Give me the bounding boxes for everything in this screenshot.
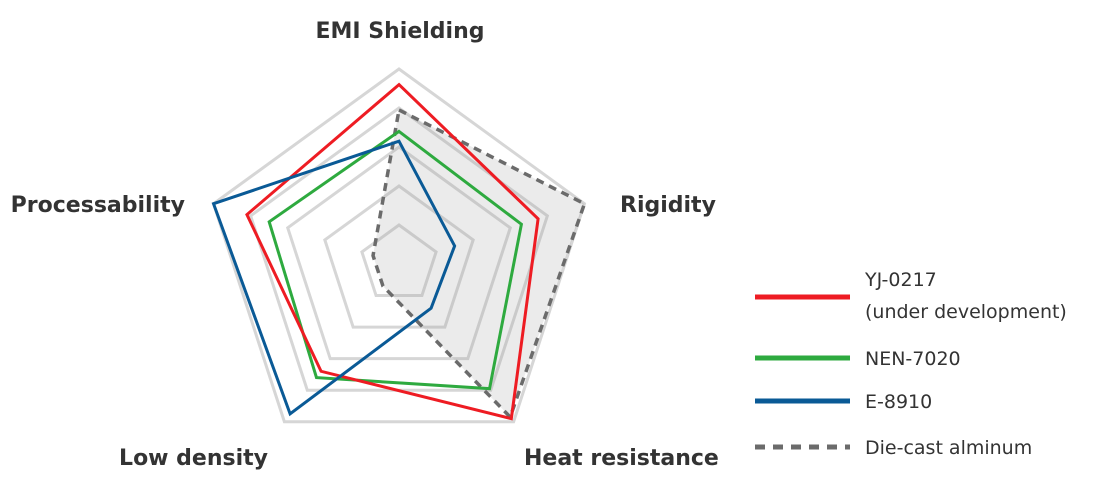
axis-label-rigidity: Rigidity [620, 193, 716, 218]
axis-label-emi-shielding: EMI Shielding [316, 19, 485, 44]
series-line-yj-0217 [245, 82, 540, 421]
axis-label-heat-resistance: Heat resistance [524, 446, 719, 471]
series-line-die-cast-alminum [371, 107, 587, 421]
series-line-e-8910 [211, 139, 457, 417]
legend: YJ-0217 (under development) NEN-7020 E-8… [755, 269, 1067, 459]
grid-ring-2 [323, 184, 475, 329]
legend-label-die-cast-alminum: Die-cast alminum [865, 437, 1032, 459]
axis-label-low-density: Low density [119, 446, 268, 471]
legend-label-e-8910: E-8910 [865, 391, 932, 413]
legend-label-yj-0217-line2: (under development) [865, 301, 1067, 323]
axis-label-processability: Processability [11, 193, 185, 218]
grid-ring-5 [211, 67, 587, 424]
grid-ring-1 [360, 223, 438, 298]
legend-label-yj-0217: YJ-0217 [864, 269, 937, 291]
series-line-nen-7020 [267, 129, 524, 391]
legend-label-nen-7020: NEN-7020 [865, 348, 961, 370]
grid-ring-3 [285, 145, 513, 361]
series-fill-die-cast-alminum [373, 109, 585, 418]
radar-series [211, 82, 587, 421]
